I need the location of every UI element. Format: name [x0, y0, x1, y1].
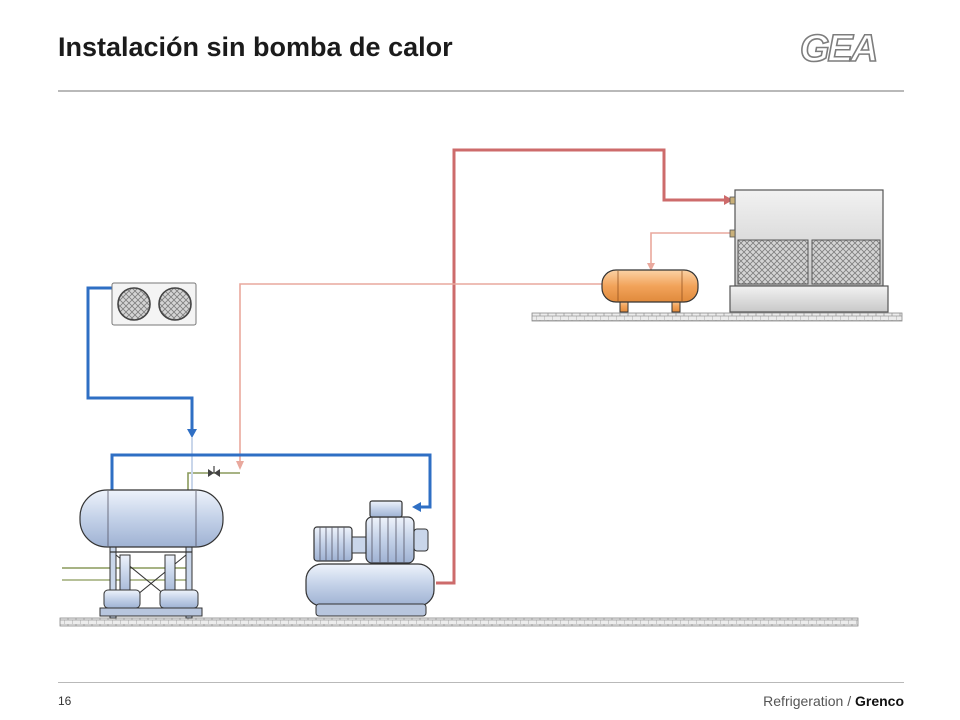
condenser-return-arrow — [187, 429, 197, 438]
hot-gas-line — [436, 148, 724, 585]
page-number: 16 — [58, 694, 72, 708]
hot-gas-arrow — [724, 195, 733, 205]
header-divider — [58, 90, 904, 92]
gea-logo: GEA — [800, 28, 879, 66]
suction-arrow — [412, 502, 421, 512]
floor-lower — [59, 617, 859, 627]
fancoil-unit-icon — [729, 189, 889, 313]
liquid-feed-line — [187, 472, 240, 490]
compressor-icon — [305, 500, 435, 617]
liquid-line-main — [239, 283, 602, 462]
condenser-icon — [111, 282, 197, 326]
footer-divider — [58, 682, 904, 683]
receiver-icon — [601, 269, 699, 313]
liquid-arrow-receiver — [647, 263, 655, 271]
footer-brand-name: Grenco — [854, 693, 904, 709]
condenser-return-line — [86, 286, 194, 430]
page-title: Instalación sin bomba de calor — [58, 32, 453, 62]
logo-text: GEA — [800, 28, 876, 66]
liquid-line-upper — [650, 232, 733, 265]
suction-line — [110, 453, 432, 509]
footer-brand: Refrigeration / Grenco — [763, 693, 904, 709]
separator-vessel-icon — [79, 489, 224, 619]
footer-separator: / — [847, 693, 852, 709]
liquid-arrow-down — [236, 461, 244, 470]
expansion-valve-icon — [208, 466, 220, 477]
floor-upper — [531, 312, 903, 322]
footer-left-text: Refrigeration — [763, 693, 844, 709]
